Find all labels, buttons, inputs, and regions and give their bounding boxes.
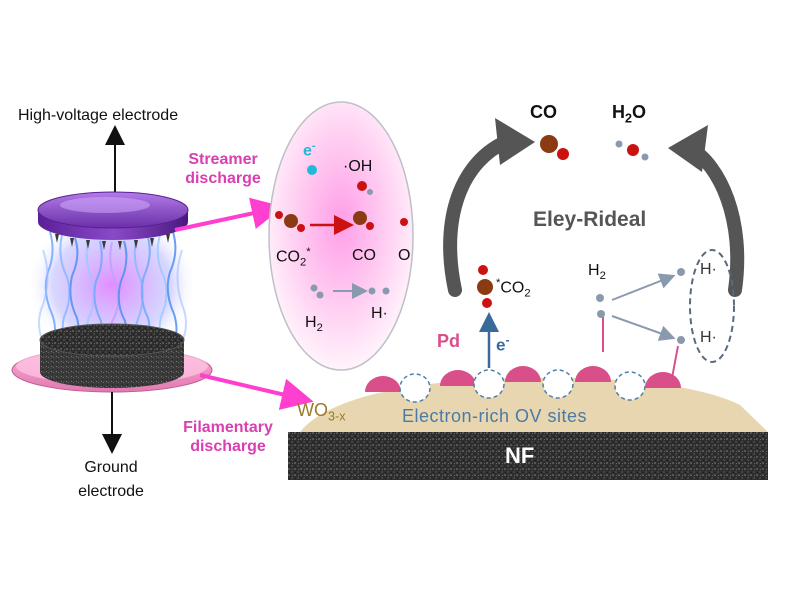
co2-o-atom-right <box>297 224 305 232</box>
product-co-o-atom <box>557 148 569 160</box>
ov-sites-label: Electron-rich OV sites <box>402 406 588 426</box>
oh-label: ·OH <box>343 158 373 175</box>
adsorbed-co2-o-top <box>478 265 488 275</box>
co2-c-atom <box>284 214 298 228</box>
h-radical-group <box>689 249 735 363</box>
eley-rideal-arrow-left <box>443 133 517 297</box>
filamentary-label: Filamentary discharge <box>178 418 278 456</box>
ground-label-line1: Ground <box>84 459 138 476</box>
h-split-arrow-down <box>611 315 676 341</box>
h-radical-atom-upper <box>677 268 685 276</box>
ground-label: Ground electrode <box>66 456 156 504</box>
co-c-atom <box>353 211 367 225</box>
streamer-label: Streamer discharge <box>178 150 268 188</box>
plasma-species <box>275 165 408 299</box>
co2-star-label: CO2* <box>276 246 311 269</box>
co2-o-atom-left <box>275 211 283 219</box>
eley-rideal-arrowhead-left <box>495 118 535 165</box>
adsorbed-co2-label: *CO2 <box>496 277 531 300</box>
nf-substrate <box>288 432 768 480</box>
product-co-c-atom <box>540 135 558 153</box>
eley-rideal-label: Eley-Rideal <box>533 208 647 231</box>
co-o-atom <box>366 222 374 230</box>
electron-label: e- <box>303 140 316 160</box>
pd-label: Pd <box>437 331 461 351</box>
product-h2o-o-atom <box>627 144 639 156</box>
h-radical-lower-label: H· <box>700 329 717 346</box>
h-radical-upper-label: H· <box>700 261 717 278</box>
filamentary-label-line1: Filamentary <box>183 419 273 436</box>
high-voltage-label: High-voltage electrode <box>18 107 179 124</box>
plasma-region <box>268 101 414 371</box>
filamentary-label-line2: discharge <box>190 438 266 455</box>
h-radical-atom-a <box>368 287 376 295</box>
adsorbed-co2-c <box>477 279 493 295</box>
streamer-label-line2: discharge <box>185 170 261 187</box>
streamer-label-line1: Streamer <box>188 151 258 168</box>
o-atom <box>400 218 408 226</box>
electron-dot <box>307 165 317 175</box>
h-radical-plasma-label: H· <box>371 305 388 322</box>
o-atom-label: O <box>398 247 411 264</box>
pd-stem-right <box>671 345 679 379</box>
nf-label: NF <box>505 443 535 468</box>
product-h2o-h-atom-2 <box>641 153 649 161</box>
dbd-reactor <box>11 125 213 454</box>
product-h2o-label: H2O <box>612 102 647 126</box>
surface-h2-atom-b <box>597 310 605 318</box>
ground-label-line2: electrode <box>78 483 144 500</box>
h2-atom-a <box>310 284 318 292</box>
h2-plasma-label: H2 <box>305 314 323 335</box>
product-h2o-h-atom <box>615 140 623 148</box>
eley-rideal-arrowhead-right <box>668 125 708 172</box>
h2-surface-label: H2 <box>588 262 606 283</box>
electrode-spikes <box>55 234 170 250</box>
h-split-arrow-up <box>611 273 676 301</box>
h2-atom-b <box>316 291 324 299</box>
ov-sites <box>399 369 646 403</box>
electron-transfer-label: e- <box>496 333 510 355</box>
wo3-label: WO3-x <box>297 400 346 424</box>
h-radical-atom-lower <box>677 336 685 344</box>
streamer-pointer-arrow <box>174 197 284 232</box>
surface-h2-atom-a <box>596 294 604 302</box>
discharge-glow <box>27 210 197 360</box>
filamentary-pointer-arrow <box>199 373 314 410</box>
product-co-label: CO <box>530 102 557 122</box>
oh-oxygen-atom <box>357 181 367 191</box>
co-plasma-label: CO <box>352 247 376 264</box>
adsorbed-co2-o-bottom <box>482 298 492 308</box>
h-radical-atom-b <box>382 287 390 295</box>
